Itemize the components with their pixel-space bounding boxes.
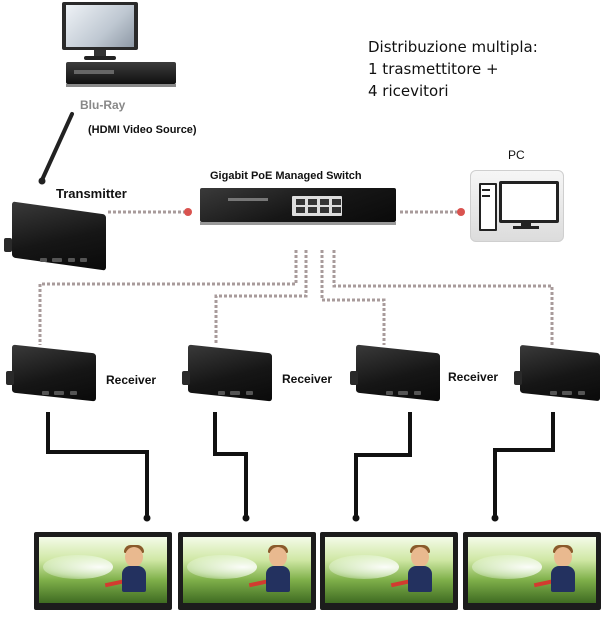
cable-switch-receiver-2 <box>214 250 308 345</box>
switch-icon <box>200 188 400 228</box>
tv-connector-dot-1 <box>143 514 151 522</box>
receiver-icon <box>6 344 98 405</box>
receiver-label-3: Receiver <box>448 370 499 384</box>
cable-switch-receiver-3 <box>320 250 386 345</box>
transmitter-icon <box>4 201 108 271</box>
tv-connector-dot-4 <box>491 514 499 522</box>
receiver-label-2: Receiver <box>282 372 333 386</box>
tv-icon <box>34 532 172 610</box>
distribution-note: Distribuzione multipla: 1 trasmettitore … <box>368 36 538 102</box>
receiver-label-1: Receiver <box>106 373 157 387</box>
hdmi-connector-dot <box>38 177 46 185</box>
cable-switch-receiver-1 <box>38 250 298 345</box>
note-line-1: Distribuzione multipla: <box>368 38 538 56</box>
hdmi-receiver-tv-4 <box>493 412 555 515</box>
tv-connector-dot-3 <box>352 514 360 522</box>
cable-switch-receiver-4 <box>332 250 554 345</box>
note-line-2: 1 trasmettitore + <box>368 60 499 78</box>
cable-dot-pc <box>457 208 465 216</box>
tv-icon <box>463 532 601 610</box>
note-line-3: 4 ricevitori <box>368 82 449 100</box>
tv-icon <box>320 532 458 610</box>
pc-icon <box>470 170 564 242</box>
transmitter-label: Transmitter <box>56 186 127 201</box>
hdmi-receiver-tv-3 <box>354 412 412 515</box>
hdmi-receiver-tv-1 <box>46 412 149 515</box>
cable-dot-transmitter <box>184 208 192 216</box>
monitor-icon <box>62 2 138 62</box>
tv-icon <box>178 532 316 610</box>
receiver-icon <box>514 344 605 405</box>
receiver-icon <box>350 344 442 405</box>
pc-label: PC <box>508 148 525 162</box>
source-label: Blu-Ray <box>80 98 126 112</box>
hdmi-receiver-tv-2 <box>213 412 248 515</box>
tv-connector-dot-2 <box>242 514 250 522</box>
receiver-icon <box>182 344 274 405</box>
hdmi-source-cable <box>40 112 74 182</box>
source-sub-label: (HDMI Video Source) <box>88 124 197 136</box>
bluray-player-icon <box>66 62 176 87</box>
switch-label: Gigabit PoE Managed Switch <box>210 170 362 182</box>
